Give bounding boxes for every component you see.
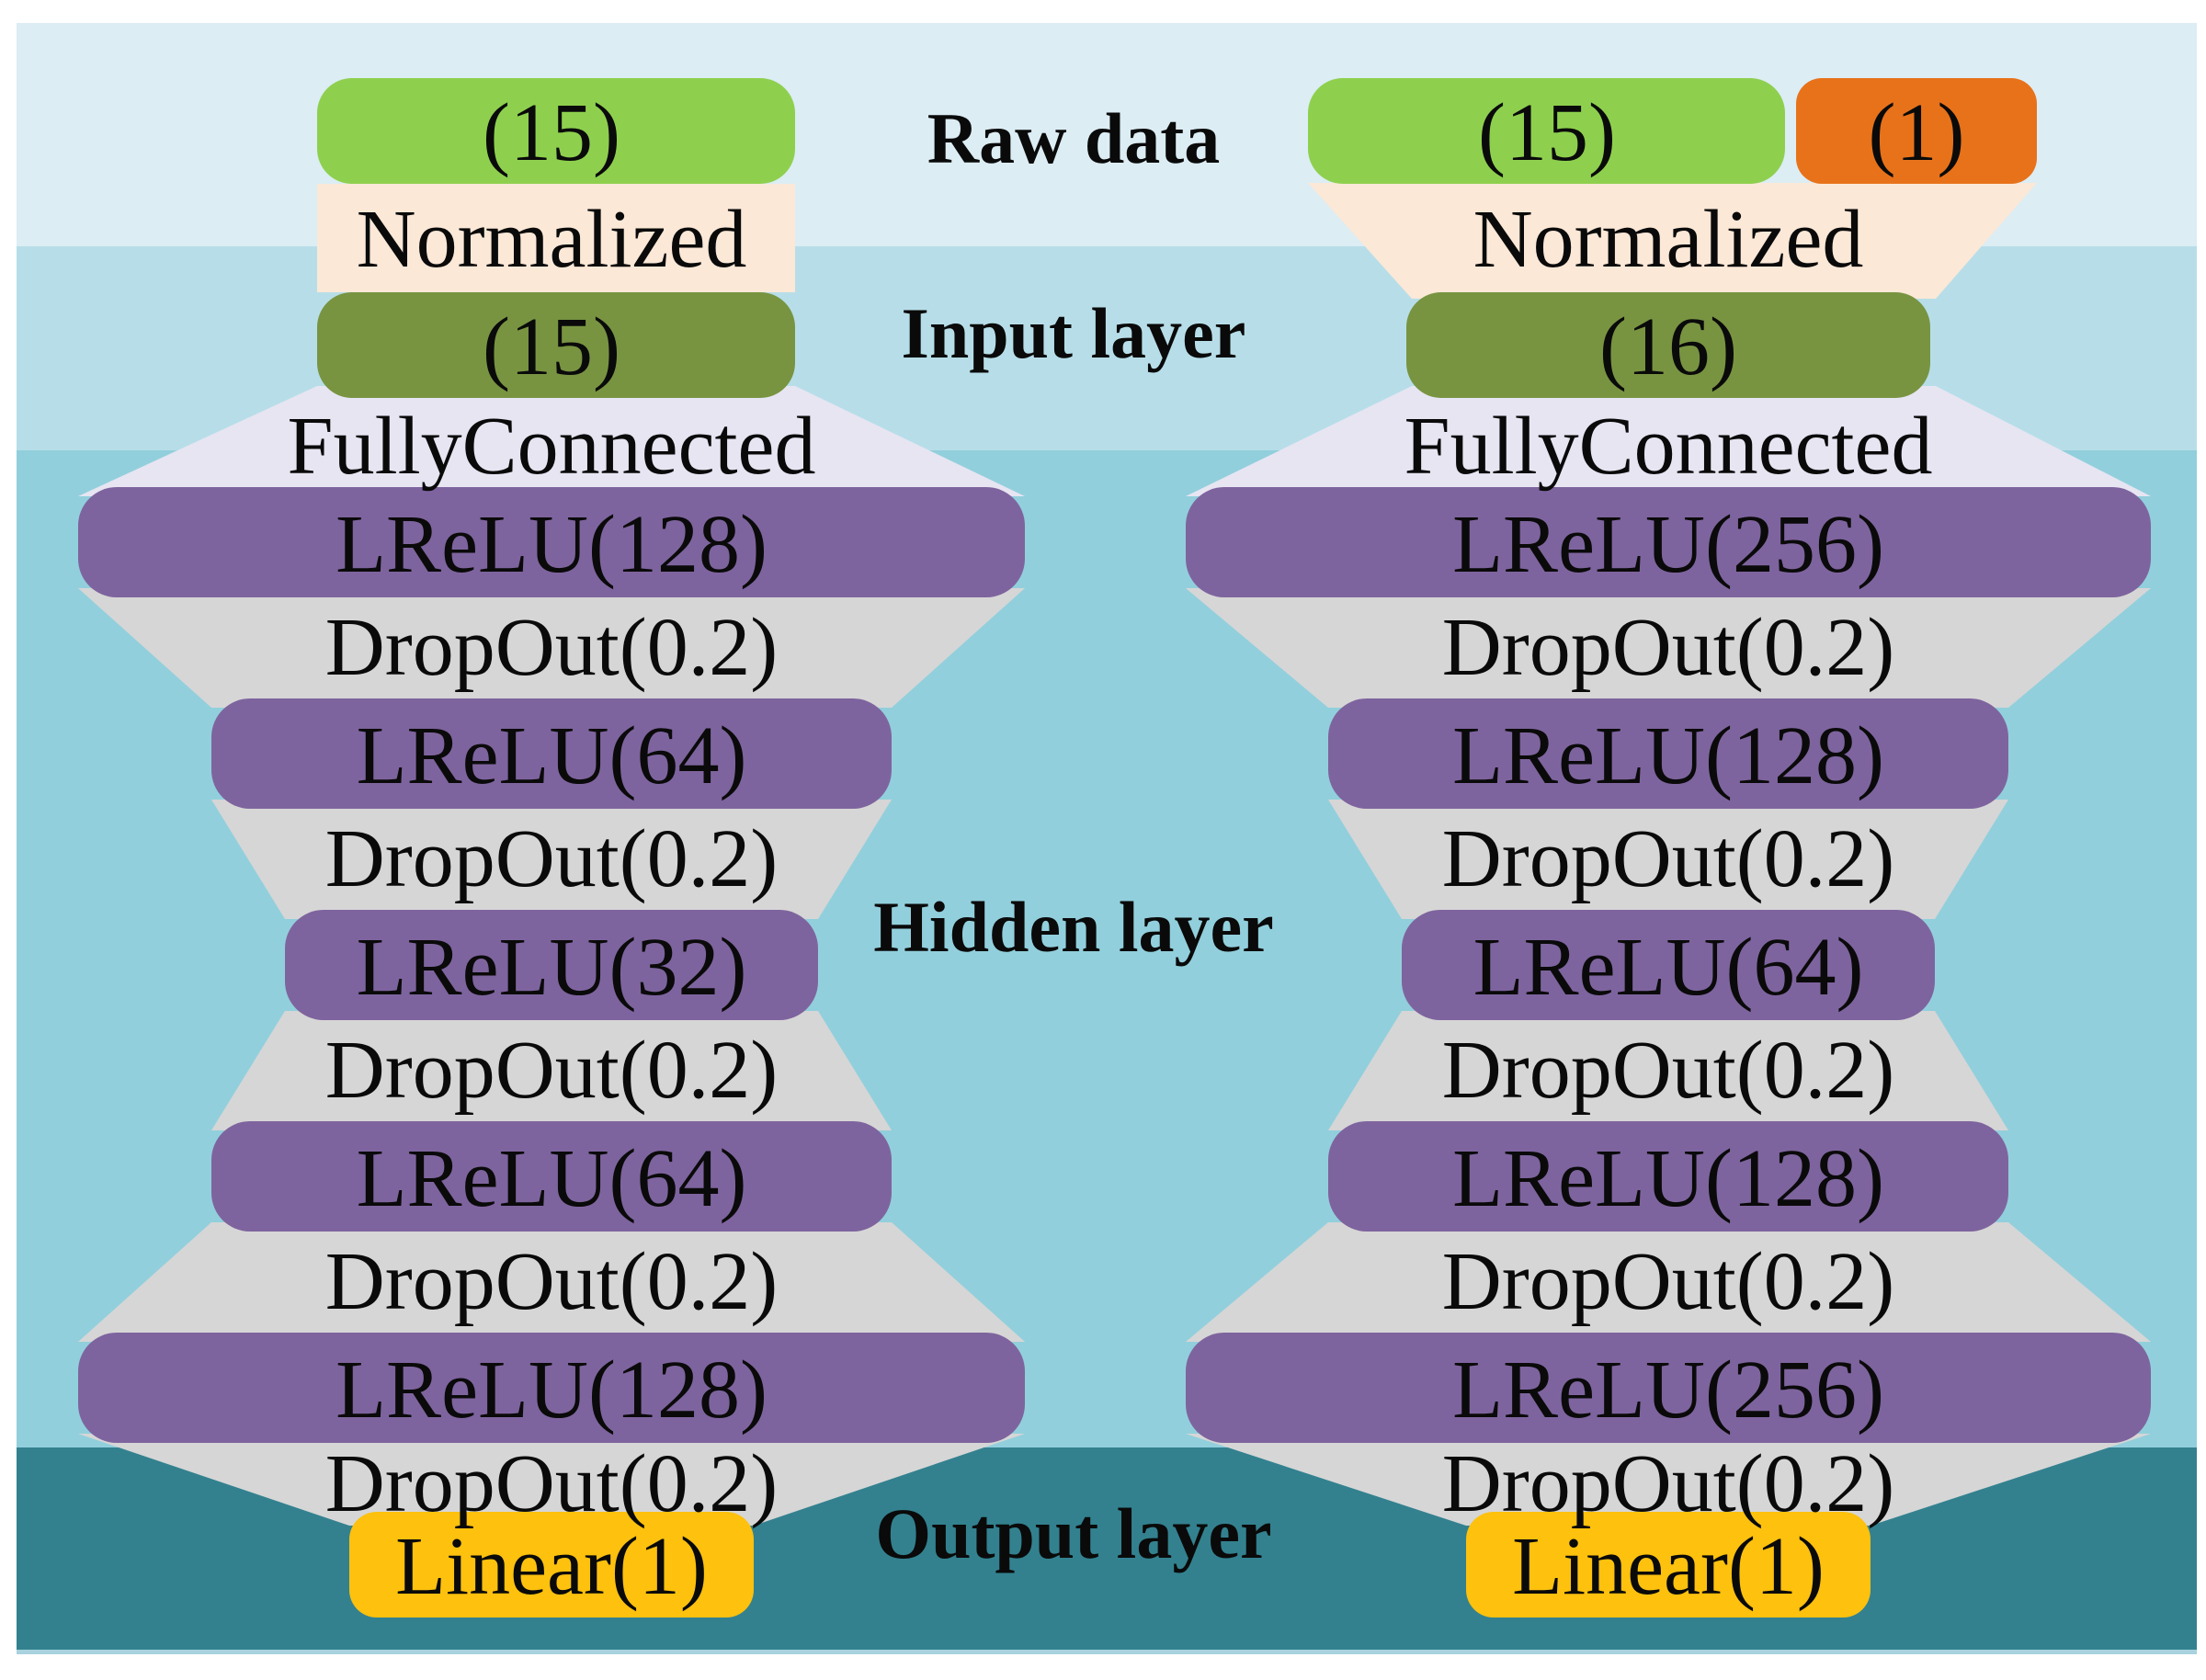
right-hidden-label-1: LReLU(256): [1452, 499, 1884, 590]
right-dropout-label-4: DropOut(0.2): [1442, 1236, 1894, 1327]
right-raw-data-pill: [1308, 78, 1785, 184]
left-hidden-label-5: LReLU(128): [335, 1345, 768, 1436]
right-dropout-zone-5: [1186, 1434, 2151, 1526]
right-hidden-pill-3: [1402, 910, 1935, 1020]
left-fullyconnected-label: FullyConnected: [288, 401, 816, 492]
left-raw-size-label: (15): [483, 87, 620, 178]
right-hidden-pill-2: [1328, 698, 2008, 809]
right-dropout-zone-2: [1328, 800, 2008, 919]
right-hidden-pill-4: [1328, 1121, 2008, 1232]
right-hidden-label-2: LReLU(128): [1452, 710, 1884, 801]
left-dropout-label-5: DropOut(0.2): [325, 1438, 778, 1529]
right-dropout-zone-4: [1186, 1222, 2151, 1342]
right-raw-target-label: (1): [1869, 87, 1965, 178]
right-output-pill: [1466, 1512, 1871, 1618]
left-input-pill: [317, 292, 795, 398]
left-dropout-label-1: DropOut(0.2): [325, 602, 778, 693]
right-input-size-label: (16): [1599, 301, 1737, 392]
left-hidden-label-2: LReLU(64): [357, 710, 747, 801]
left-output-label: Linear(1): [395, 1521, 708, 1612]
left-dropout-label-3: DropOut(0.2): [325, 1025, 778, 1116]
band-bottom-edge: [17, 1650, 2197, 1654]
band-label-hidden-layer: Hidden layer: [873, 887, 1274, 967]
right-hidden-pill-5: [1186, 1333, 2151, 1443]
left-hidden-pill-1: [78, 487, 1025, 597]
right-fullyconnected-zone: [1186, 386, 2151, 496]
band-label-raw-data: Raw data: [927, 98, 1221, 178]
left-dropout-zone-4: [78, 1222, 1025, 1342]
left-normalized-zone: [317, 184, 795, 292]
left-dropout-zone-5: [78, 1434, 1025, 1526]
left-dropout-zone-1: [78, 588, 1025, 708]
right-raw-size-label: (15): [1478, 87, 1616, 178]
left-dropout-zone-2: [211, 800, 892, 919]
left-hidden-pill-4: [211, 1121, 892, 1232]
left-fullyconnected-zone: [78, 386, 1025, 496]
right-normalized-zone: [1308, 183, 2037, 299]
right-hidden-pill-1: [1186, 487, 2151, 597]
right-dropout-label-5: DropOut(0.2): [1442, 1438, 1894, 1529]
right-input-pill: [1406, 292, 1930, 398]
left-hidden-label-4: LReLU(64): [357, 1133, 747, 1224]
left-hidden-label-1: LReLU(128): [335, 499, 768, 590]
right-dropout-label-1: DropOut(0.2): [1442, 602, 1894, 693]
right-normalized-label: Normalized: [1473, 194, 1864, 285]
right-hidden-label-4: LReLU(128): [1452, 1133, 1884, 1224]
left-hidden-label-3: LReLU(32): [357, 922, 747, 1013]
right-dropout-zone-3: [1328, 1011, 2008, 1130]
left-hidden-pill-2: [211, 698, 892, 809]
right-dropout-label-2: DropOut(0.2): [1442, 813, 1894, 904]
right-dropout-zone-1: [1186, 588, 2151, 708]
left-output-pill: [349, 1512, 754, 1618]
right-fullyconnected-label: FullyConnected: [1404, 401, 1933, 492]
band-label-input-layer: Input layer: [902, 293, 1246, 373]
left-raw-data-pill: [317, 78, 795, 184]
right-hidden-label-5: LReLU(256): [1452, 1345, 1884, 1436]
left-normalized-label: Normalized: [357, 194, 747, 285]
right-output-label: Linear(1): [1512, 1521, 1825, 1612]
band-label-output-layer: Output layer: [875, 1493, 1271, 1573]
left-dropout-zone-3: [211, 1011, 892, 1130]
right-dropout-label-3: DropOut(0.2): [1442, 1025, 1894, 1116]
left-dropout-label-2: DropOut(0.2): [325, 813, 778, 904]
right-raw-target-pill: [1796, 78, 2037, 184]
right-hidden-label-3: LReLU(64): [1473, 922, 1864, 1013]
left-dropout-label-4: DropOut(0.2): [325, 1236, 778, 1327]
left-hidden-pill-3: [285, 910, 818, 1020]
left-input-size-label: (15): [483, 301, 620, 392]
left-hidden-pill-5: [78, 1333, 1025, 1443]
